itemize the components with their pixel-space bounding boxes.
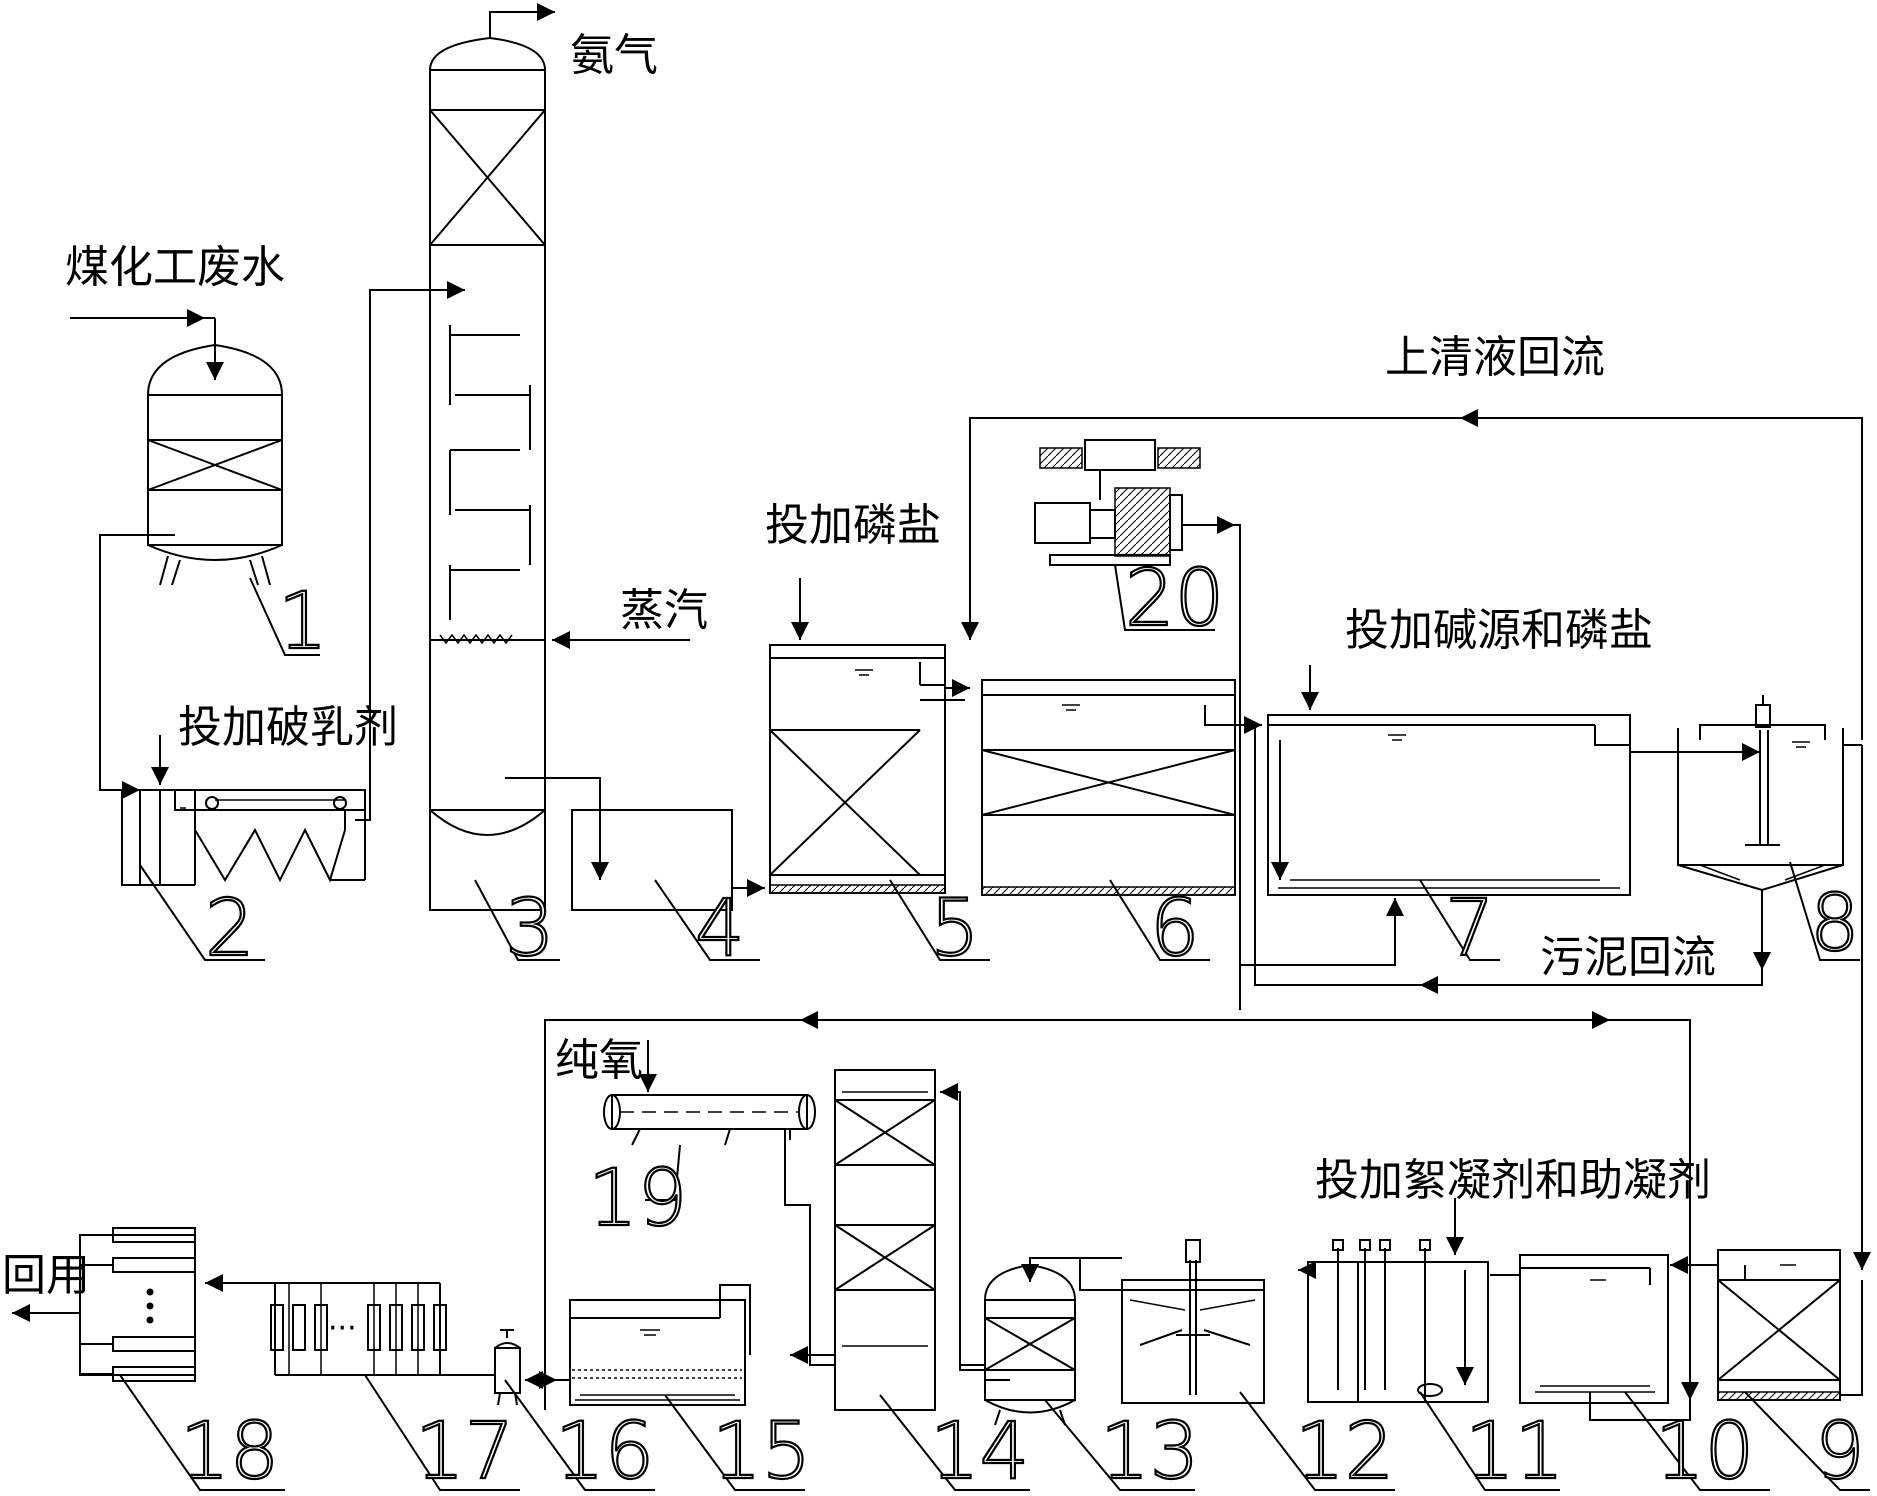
unit-7-aerobic-tank (1267, 714, 1631, 896)
leader-13 (1044, 1399, 1195, 1491)
unit-13-sand-filter (984, 1263, 1076, 1426)
unit-15-membrane-tank (569, 1284, 751, 1406)
unit-12-sedimentation-tank (1121, 1239, 1265, 1404)
unit-14-biofilter-column (834, 1069, 936, 1411)
number-6: 6 (1150, 884, 1200, 974)
flow-13-out-stub (959, 1365, 985, 1371)
leader-14 (879, 1394, 1030, 1491)
reuse-label: 回用 (2, 1250, 90, 1301)
leader-7 (1419, 879, 1500, 961)
unit-9-filter-tank (1717, 1249, 1841, 1401)
unit-10-coagulation-tank (1519, 1254, 1691, 1421)
air-line-7 (1239, 880, 1396, 966)
number-5: 5 (930, 884, 980, 974)
number-18: 18 (180, 1407, 279, 1496)
number-13: 13 (1100, 1407, 1199, 1496)
number-10: 10 (1655, 1407, 1754, 1496)
flow-9-side (1840, 1280, 1863, 1396)
leader-11 (1419, 1391, 1560, 1491)
unit-18-reverse-osmosis (79, 1227, 196, 1382)
number-1: 1 (278, 577, 328, 667)
sludge-return-label: 污泥回流 (1540, 932, 1716, 983)
number-14: 14 (930, 1407, 1029, 1496)
flow-13-to-14 (940, 1083, 985, 1366)
flow-2-to-3 (355, 281, 465, 821)
unit-4-buffer-tank (571, 809, 733, 911)
flow-3-to-4 (505, 777, 609, 880)
supernatant-return-label: 上清液回流 (1385, 332, 1605, 383)
unit-8-secondary-clarifier (1677, 695, 1844, 892)
unit-2-air-flotation (121, 789, 366, 886)
leader-5 (889, 879, 990, 961)
phosphate-label: 投加磷盐 (765, 500, 941, 551)
leader-2 (139, 864, 265, 961)
leader-20 (1114, 564, 1215, 631)
flow-12-to-13-top (1045, 1257, 1081, 1290)
ammonia-label: 氨气 (570, 30, 658, 81)
leader-8 (1789, 861, 1860, 961)
number-2: 2 (205, 884, 255, 974)
coal-wastewater-label: 煤化工废水 (65, 242, 285, 293)
flow-into-13 (1021, 1257, 1075, 1282)
number-4: 4 (695, 884, 745, 974)
array-dots: ··· (328, 1311, 357, 1346)
leader-12 (1239, 1391, 1395, 1491)
steam-label: 蒸汽 (620, 585, 708, 636)
flow-19-to-14 (784, 1129, 835, 1366)
unit-5-hydrolysis-acidification-tank (769, 644, 946, 894)
unit-20-blower (1034, 439, 1241, 1010)
flocculant-label: 投加絮凝剂和助凝剂 (1315, 1155, 1711, 1206)
number-12: 12 (1295, 1407, 1394, 1496)
unit-17-nanofiltration-array (270, 1282, 447, 1376)
flow-6-to-7 (1204, 705, 1262, 734)
supernatant-return-line (961, 417, 1863, 740)
tank-1-oil-separator (147, 343, 283, 586)
flow-1-to-2 (99, 534, 175, 799)
number-7: 7 (1445, 884, 1495, 974)
demulsifier-label: 投加破乳剂 (178, 702, 398, 753)
number-11: 11 (1465, 1407, 1564, 1496)
pure-oxygen-label: 纯氧 (555, 1035, 643, 1086)
number-15: 15 (712, 1407, 811, 1496)
leader-1 (249, 577, 320, 656)
number-8: 8 (1810, 879, 1860, 969)
alkali-phosphate-label: 投加碱源和磷盐 (1345, 605, 1653, 656)
bypass-right-line (1240, 1019, 1691, 1405)
unit-6-anaerobic-tank (981, 679, 1236, 896)
sludge-return-line (1254, 725, 1763, 986)
number-9: 9 (1815, 1407, 1865, 1496)
leader-16 (504, 1379, 655, 1491)
leader-19 (645, 1144, 681, 1201)
bypass-line (539, 1019, 1240, 1389)
ammonia-outlet (489, 3, 555, 38)
unit-11-flocculation-tank (1307, 1239, 1489, 1403)
number-3: 3 (505, 884, 555, 974)
leader-3 (474, 879, 560, 961)
leader-6 (1109, 879, 1210, 961)
number-20: 20 (1125, 554, 1224, 644)
unit-19-oxygen-dissolver (603, 1094, 816, 1146)
unit-3-stripping-column (429, 36, 546, 911)
leader-17 (364, 1374, 520, 1491)
number-16: 16 (555, 1407, 654, 1496)
leader-15 (664, 1394, 805, 1491)
number-19: 19 (588, 1154, 687, 1244)
unit-16-cartridge-filter (494, 1329, 521, 1406)
leader-18 (119, 1374, 285, 1491)
leader-9 (1744, 1391, 1870, 1491)
number-17: 17 (415, 1407, 514, 1496)
leader-4 (654, 879, 760, 961)
leader-10 (1624, 1391, 1770, 1491)
